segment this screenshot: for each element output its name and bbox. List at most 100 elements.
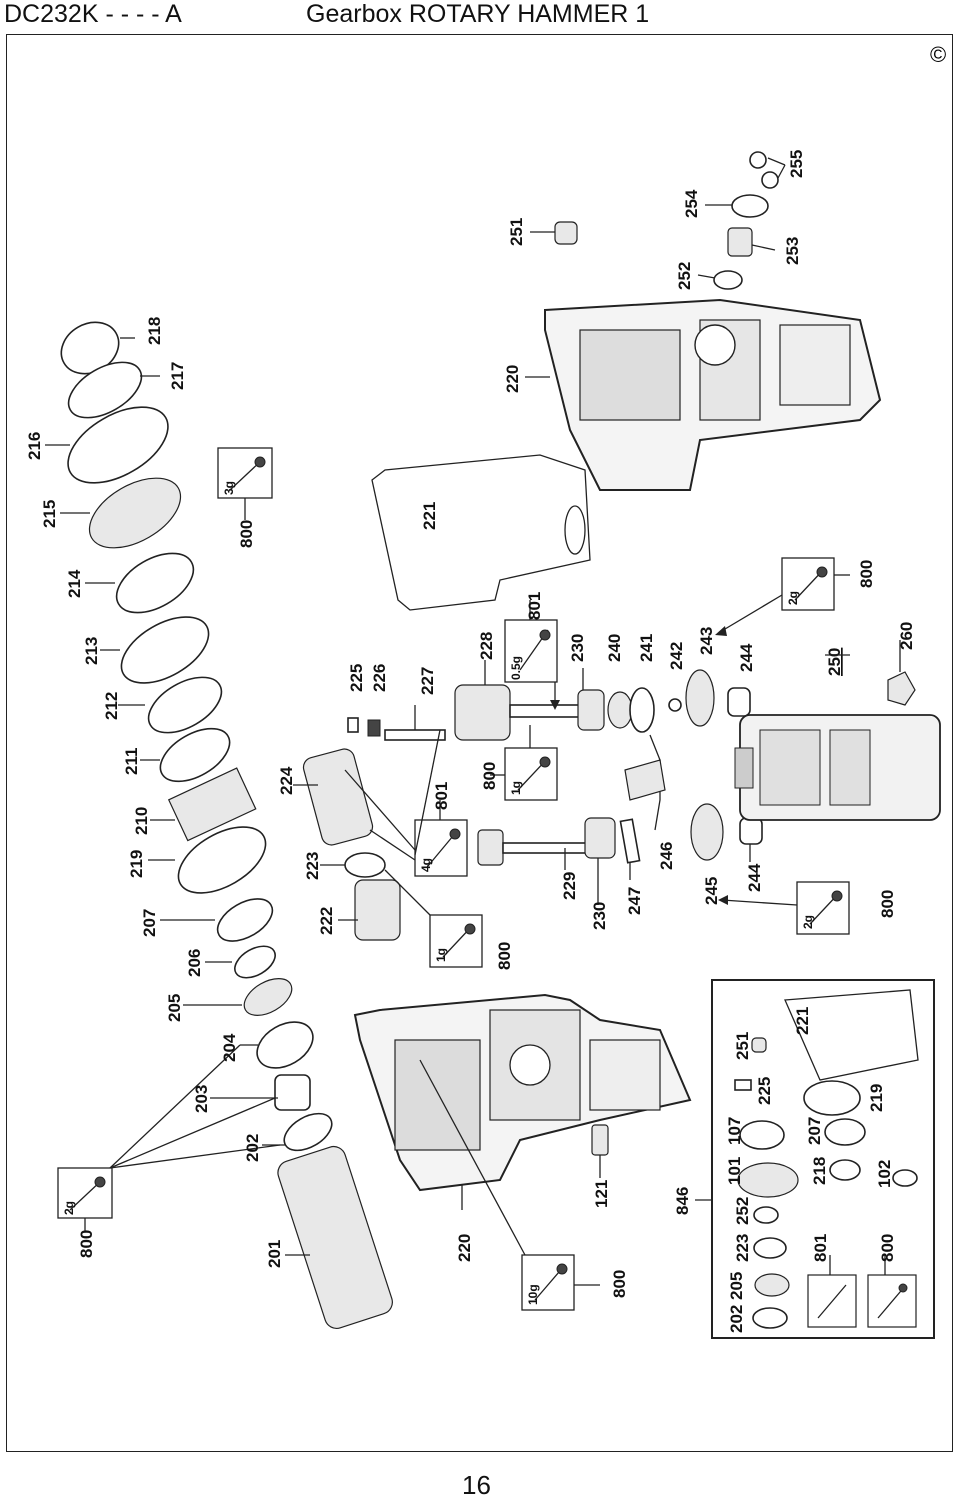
part-251 <box>554 221 578 245</box>
bracket-260 <box>887 671 916 706</box>
grease-tube-800-2g-right-lower: 2g 800 <box>718 881 897 935</box>
label-204: 204 <box>220 1033 239 1062</box>
kit-label-801: 801 <box>811 1234 830 1262</box>
label-228: 228 <box>477 632 496 660</box>
leader-lines-left <box>45 337 310 1256</box>
pin-225 <box>347 717 359 733</box>
shaft-229 <box>502 842 589 854</box>
bearing-244-upper <box>727 687 751 717</box>
label-214: 214 <box>65 569 84 598</box>
label-205: 205 <box>165 994 184 1022</box>
grease-tube-800-10g: 10g 800 <box>521 1254 629 1311</box>
clutch-240 <box>607 691 633 729</box>
copyright-mark: © <box>930 42 946 67</box>
screw-121-group: 121 <box>591 1124 611 1208</box>
kit-label-252: 252 <box>733 1197 752 1225</box>
kit-label-219: 219 <box>867 1084 886 1112</box>
collar-203 <box>274 1074 311 1111</box>
kit-label-101: 101 <box>725 1157 744 1185</box>
label-229: 229 <box>560 872 579 900</box>
labels-left: 218 217 216 215 214 213 212 211 210 219 … <box>25 317 284 1268</box>
label-216: 216 <box>25 432 44 460</box>
label-230-a: 230 <box>568 634 587 662</box>
grease-2g-right-lower: 2g <box>801 915 815 929</box>
label-244-b: 244 <box>745 863 764 892</box>
sleeve-224 <box>302 748 374 846</box>
grease-2g-right-upper: 2g <box>786 591 800 605</box>
label-217: 217 <box>168 362 187 390</box>
kit-label-205: 205 <box>727 1272 746 1300</box>
label-226: 226 <box>370 664 389 692</box>
needle-bearing-210 <box>167 767 257 842</box>
top-right-parts: 251 252 253 254 255 <box>507 150 806 290</box>
grease-0-5g: 0.5g <box>509 656 523 680</box>
ring-254 <box>731 194 769 218</box>
gear-243 <box>685 669 715 727</box>
spindle-201 <box>277 1145 393 1329</box>
gear-241 <box>629 687 655 733</box>
label-253: 253 <box>783 237 802 265</box>
ring-252 <box>713 270 743 290</box>
label-800-c: 800 <box>480 762 499 790</box>
bearing-230-upper <box>577 689 605 731</box>
label-260: 260 <box>897 622 916 650</box>
pin-227 <box>384 729 446 741</box>
spring-213 <box>120 616 210 684</box>
grease-3g: 3g <box>222 481 236 495</box>
shaft-228 <box>509 704 581 718</box>
ring-stack-parts <box>60 321 393 1329</box>
grease-1g-low: 1g <box>434 948 448 962</box>
washer-202 <box>283 1112 333 1152</box>
label-211: 211 <box>122 748 141 775</box>
label-801-b: 801 <box>432 782 451 810</box>
label-220-a: 220 <box>503 365 522 393</box>
label-247: 247 <box>625 887 644 915</box>
label-222: 222 <box>317 907 336 935</box>
label-121: 121 <box>592 1180 611 1208</box>
gearbox-housing-220-lower: 220 <box>353 993 692 1262</box>
label-210: 210 <box>132 807 151 835</box>
motor-group: 250 260 <box>734 622 941 821</box>
label-225: 225 <box>347 664 366 692</box>
grease-tube-801-4g: 4g 801 <box>344 729 468 877</box>
washer-242 <box>668 698 682 712</box>
o-ring-219 <box>177 826 267 894</box>
grease-tube-801-05g: 0.5g 801 <box>504 592 560 710</box>
ring-223 <box>344 852 386 878</box>
label-220-b: 220 <box>455 1234 474 1262</box>
label-246: 246 <box>657 842 676 870</box>
label-846: 846 <box>673 1187 692 1215</box>
pin-247 <box>619 818 641 864</box>
label-221: 221 <box>420 502 439 530</box>
label-244-a: 244 <box>737 643 756 672</box>
bearing-230-lower <box>584 817 616 859</box>
label-219: 219 <box>127 850 146 878</box>
page-number: 16 <box>462 1470 491 1500</box>
bearing-244-lower <box>739 817 763 845</box>
label-245: 245 <box>702 877 721 905</box>
ring-212 <box>147 676 223 734</box>
label-218: 218 <box>145 317 164 345</box>
label-800-b: 800 <box>77 1230 96 1258</box>
seal-205 <box>243 978 293 1016</box>
grease-tube-800-3g: 3g 800 <box>217 447 273 548</box>
kit-label-207: 207 <box>805 1117 824 1145</box>
label-224: 224 <box>277 766 296 795</box>
label-800-e: 800 <box>857 560 876 588</box>
ring-207 <box>216 898 274 942</box>
screw-121 <box>591 1124 609 1156</box>
piston-222 <box>354 879 401 941</box>
label-252: 252 <box>675 262 694 290</box>
label-255: 255 <box>787 150 806 178</box>
kit-label-202: 202 <box>727 1305 746 1333</box>
gasket-221: 221 <box>371 454 591 611</box>
kit-label-800: 800 <box>878 1234 897 1262</box>
diagram-frame <box>6 34 953 1452</box>
screw-255-b <box>761 171 779 189</box>
label-203: 203 <box>192 1085 211 1113</box>
grease-tube-800-2g-right-upper: 2g 800 <box>715 557 876 636</box>
label-240: 240 <box>605 634 624 662</box>
screw-255-a <box>749 151 767 169</box>
wobble-228 <box>454 684 511 741</box>
kit-label-102: 102 <box>875 1160 894 1188</box>
